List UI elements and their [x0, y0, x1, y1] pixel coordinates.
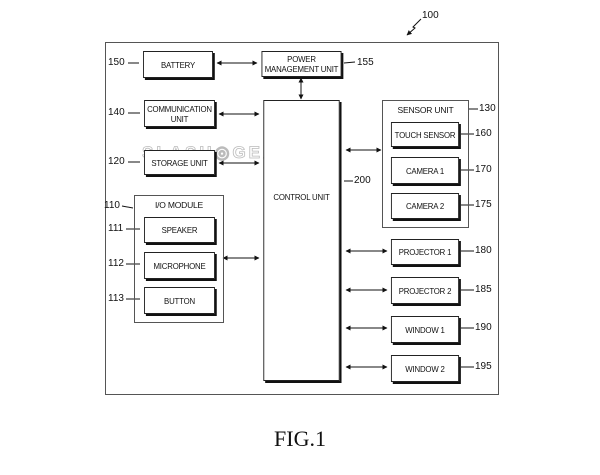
sensor-unit-title: SENSOR UNIT [397, 105, 454, 115]
pmu-ref: 155 [357, 57, 374, 68]
figure-caption: FIG.1 [274, 426, 326, 451]
figure-ref-arrow [406, 18, 422, 36]
button-ref: 113 [108, 293, 124, 304]
storage-block: STORAGE UNIT [144, 150, 215, 175]
speaker-ref: 111 [108, 223, 124, 234]
microphone-block: MICROPHONE [144, 252, 215, 279]
speaker-block: SPEAKER [144, 217, 215, 243]
window2-ref: 195 [475, 361, 492, 372]
projector2-block: PROJECTOR 2 [390, 277, 460, 304]
projector1-block: PROJECTOR 1 [390, 239, 460, 265]
sensor-ref: 130 [479, 103, 496, 114]
camera2-block: CAMERA 2 [390, 193, 460, 219]
figure-ref: 100 [422, 10, 439, 21]
button-block: BUTTON [144, 287, 215, 314]
window2-block: WINDOW 2 [390, 355, 460, 382]
projector2-ref: 185 [475, 284, 492, 295]
battery-block: BATTERY [143, 51, 213, 78]
touch-sensor-block: TOUCH SENSOR [390, 122, 460, 147]
communication-block: COMMUNICATION UNIT [144, 100, 215, 127]
window1-ref: 190 [475, 322, 492, 333]
comm-ref: 140 [108, 107, 125, 118]
control-unit-block: CONTROL UNIT [263, 100, 340, 381]
projector1-ref: 180 [475, 245, 492, 256]
sensor-unit-group: SENSOR UNIT [382, 100, 469, 228]
device-frame [105, 42, 499, 395]
touch-sensor-ref: 160 [475, 128, 492, 139]
power-management-block: POWER MANAGEMENT UNIT [261, 51, 342, 77]
window1-block: WINDOW 1 [390, 316, 460, 343]
storage-ref: 120 [108, 156, 125, 167]
control-ref: 200 [354, 175, 371, 186]
io-module-group: I/O MODULE [134, 195, 224, 323]
camera1-block: CAMERA 1 [390, 157, 460, 184]
camera1-ref: 170 [475, 164, 492, 175]
battery-ref: 150 [108, 57, 125, 68]
microphone-ref: 112 [108, 258, 124, 269]
io-ref: 110 [104, 200, 120, 211]
io-module-title: I/O MODULE [154, 200, 204, 210]
camera2-ref: 175 [475, 199, 492, 210]
